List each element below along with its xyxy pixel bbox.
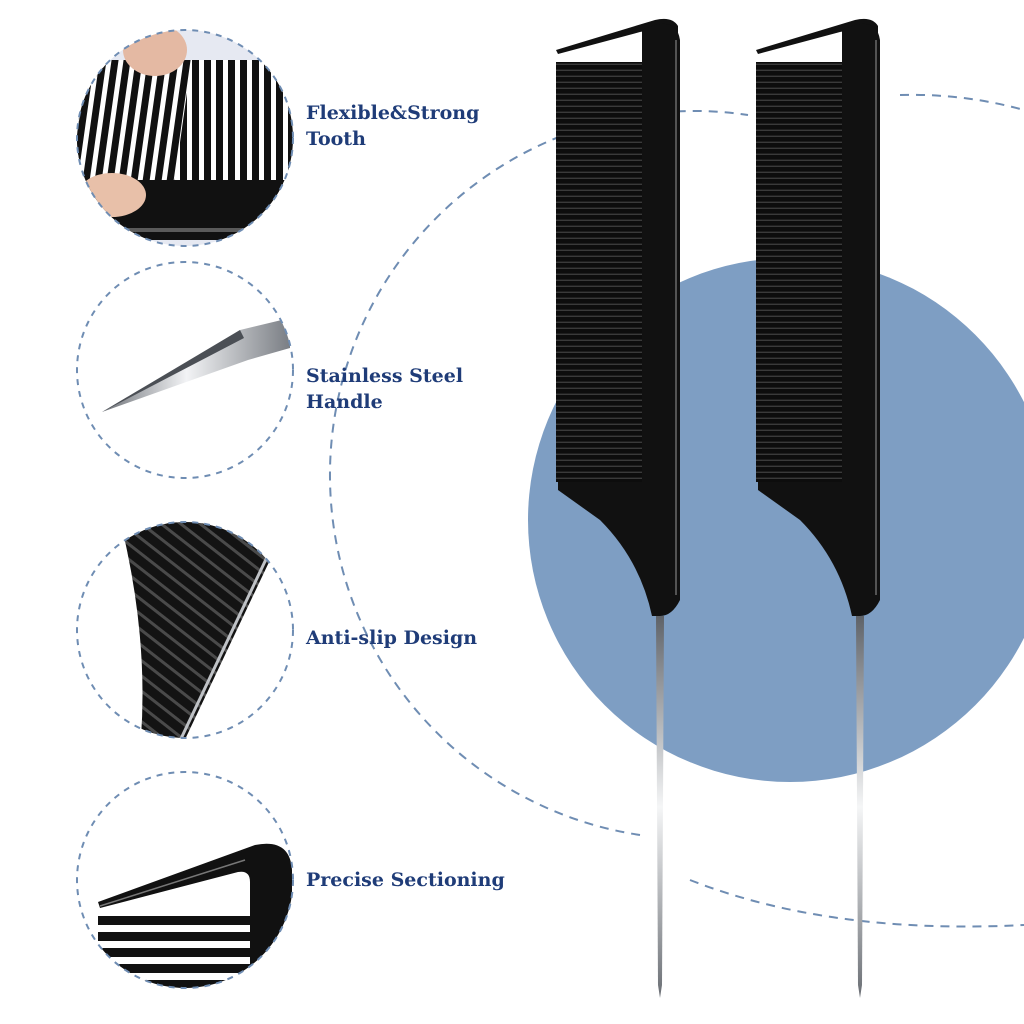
feature-label-steel-handle: Stainless Steel Handle xyxy=(306,365,464,413)
comb-teeth-closeup-icon xyxy=(77,30,293,246)
feature-circle-4 xyxy=(76,771,294,989)
rat-tail-comb-2 xyxy=(756,18,880,998)
parting-hook-closeup-icon xyxy=(98,843,292,988)
feature-circle-3 xyxy=(76,521,294,739)
feature-label-flexible-tooth: Flexible&Strong Tooth xyxy=(306,102,480,150)
dashed-ring-bottom-decoration xyxy=(689,879,1024,928)
feature-label-precise-sectioning: Precise Sectioning xyxy=(306,869,505,891)
feature-label-anti-slip: Anti-slip Design xyxy=(306,627,478,649)
steel-pin-closeup-icon xyxy=(102,318,290,412)
feature-circle-2 xyxy=(76,261,294,479)
rat-tail-comb-icon xyxy=(556,18,680,998)
rat-tail-comb-icon xyxy=(756,18,880,998)
rat-tail-comb-1 xyxy=(556,18,680,998)
ridged-grip-closeup-icon xyxy=(120,522,271,738)
dashed-ring-outer-decoration xyxy=(899,93,1024,111)
feature-circle-1 xyxy=(76,29,294,247)
